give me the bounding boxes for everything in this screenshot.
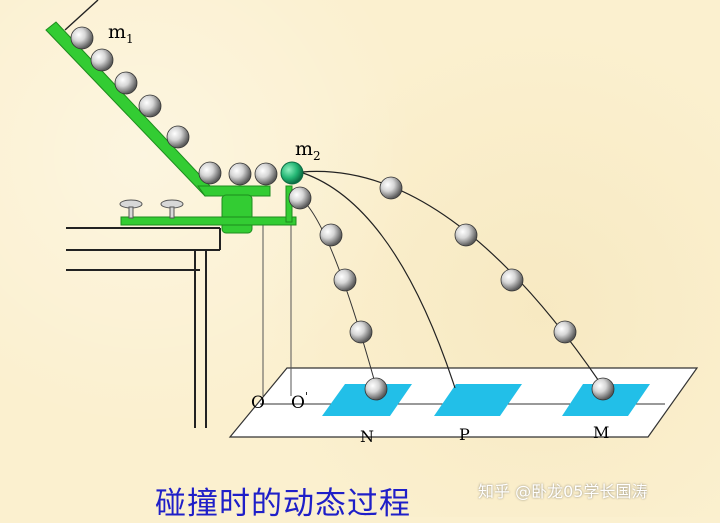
landing-pad-p [434, 384, 522, 416]
watermark: 知乎 @卧龙05学长国涛 [478, 482, 648, 501]
trajectory-m2 [302, 172, 456, 389]
label-m2: m2 [295, 138, 321, 163]
label-p: P [459, 425, 470, 444]
label-o-prime: O' [291, 390, 308, 413]
balls-trajectory-m [379, 176, 615, 401]
target-ball-m2 [280, 161, 304, 185]
balls-trajectory-n [288, 186, 388, 401]
bolts [119, 199, 184, 219]
label-o: O [251, 393, 265, 413]
caption-title: 碰撞时的动态过程 [155, 486, 411, 522]
table [66, 227, 221, 428]
label-m1: m1 [108, 21, 134, 46]
landing-pad-m [562, 384, 650, 416]
incline-apparatus [45, 0, 297, 234]
caption-bar: 碰撞时的动态过程 知乎 @卧龙05学长国涛 [0, 470, 720, 522]
label-m: M [593, 423, 609, 442]
label-n: N [360, 427, 374, 446]
landing-pad-n [322, 384, 412, 416]
balls-on-incline [70, 26, 278, 186]
